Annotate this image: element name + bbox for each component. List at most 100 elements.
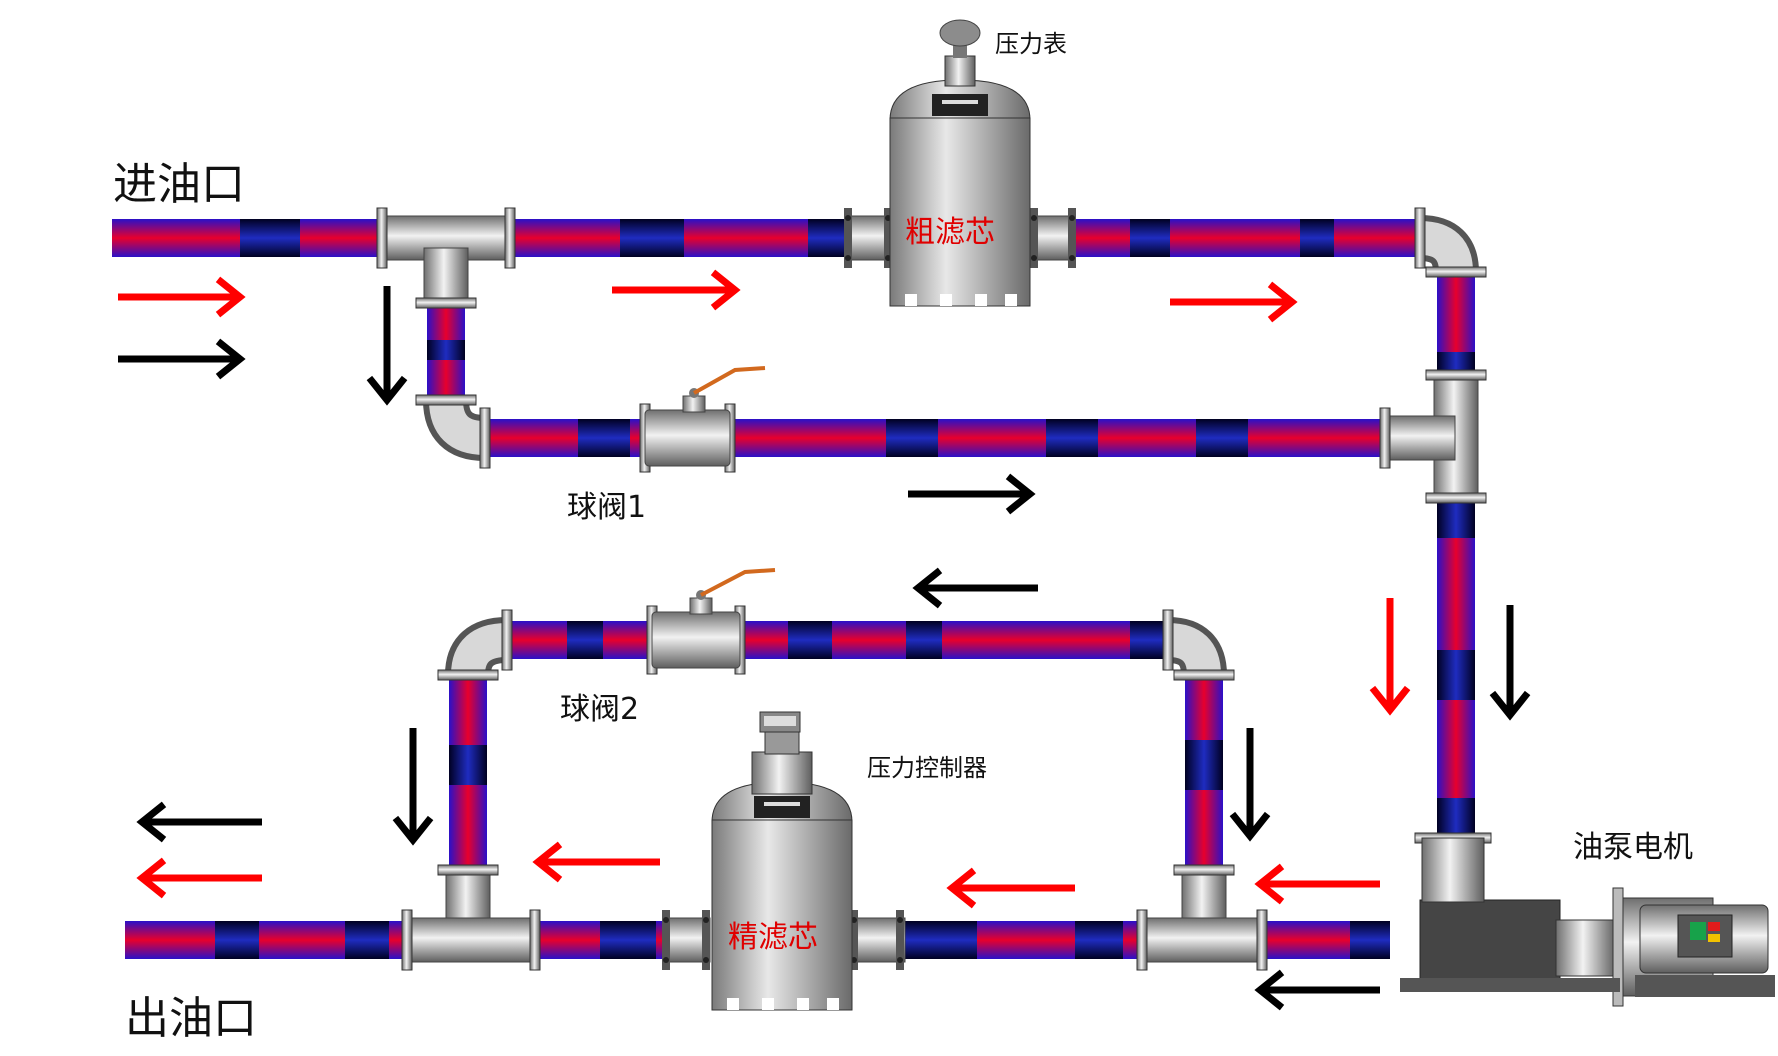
ball-valve-handle (693, 366, 766, 395)
pipe-band (240, 219, 300, 257)
pipe-band (1196, 419, 1248, 457)
bolt (845, 215, 851, 221)
pipe-band (886, 419, 938, 457)
fine-filter-foot-gap (762, 998, 774, 1010)
ball-valve-body (651, 611, 741, 669)
pipe-band (345, 921, 389, 959)
arrow-icon (136, 857, 262, 899)
flange-bolt (896, 910, 904, 970)
equipment-layer (644, 19, 1775, 1011)
pipe-band (1350, 921, 1390, 959)
flange (1425, 492, 1487, 504)
motor-status-red (1708, 922, 1720, 931)
arrow-icon (532, 841, 660, 883)
flange (1425, 369, 1487, 381)
flange (1425, 266, 1487, 278)
motor-base (1635, 975, 1775, 997)
flange (479, 407, 491, 469)
arrow-icon (366, 286, 408, 406)
inlet-label: 进油口 (113, 159, 245, 210)
arrow-head (1005, 473, 1036, 515)
ball-valve-stem (682, 395, 706, 413)
outlet-label: 出油口 (125, 993, 257, 1044)
flange-bolt (884, 208, 892, 268)
bolt (897, 917, 903, 923)
motor-status-yellow (1708, 934, 1720, 942)
bolt (703, 917, 709, 923)
coarse-filter-label: 粗滤芯 (905, 215, 995, 250)
flange (437, 864, 499, 876)
flange (501, 609, 513, 671)
pipe-band (808, 219, 848, 257)
arrow-head (215, 338, 246, 380)
flange (401, 909, 413, 971)
fine-filter-foot-gap (827, 998, 839, 1010)
arrow-head (710, 269, 741, 311)
flange (1173, 669, 1235, 681)
pipe-band (1130, 621, 1168, 659)
coarse-filter-foot-gap (975, 294, 987, 306)
pressure-controller-neck (764, 729, 800, 755)
pressure-gauge-label: 压力表 (995, 30, 1067, 58)
flange-bolt (844, 208, 852, 268)
pump-inlet (1421, 837, 1485, 903)
flange-bolt (1030, 208, 1038, 268)
arrow-icon (392, 728, 434, 846)
flange (415, 297, 477, 309)
coarse-filter-foot-gap (905, 294, 917, 306)
fine-filter-label: 精滤芯 (728, 920, 818, 955)
arrow-head (1369, 685, 1411, 716)
arrow-icon (1254, 969, 1380, 1011)
pipe-band (1046, 419, 1098, 457)
bolt (703, 957, 709, 963)
arrow-icon (1170, 281, 1298, 323)
flange-bolt (662, 910, 670, 970)
pipe-band (620, 219, 684, 257)
bolt (663, 957, 669, 963)
fine-filter-foot-gap (727, 998, 739, 1010)
pipes-layer (112, 219, 1475, 959)
arrow-head (1254, 969, 1285, 1011)
arrow-head (1254, 863, 1285, 905)
arrow-head (136, 857, 167, 899)
pump-motor-label: 油泵电机 (1573, 830, 1693, 865)
ball-valve-body (644, 409, 731, 467)
arrow-icon (612, 269, 741, 311)
pressure-gauge-icon (939, 19, 981, 47)
pipe-band (905, 921, 977, 959)
fine-filter-foot-gap (797, 998, 809, 1010)
bolt (663, 917, 669, 923)
pipe-segment (1075, 219, 1420, 257)
bolt (1031, 215, 1037, 221)
coarse-filter-foot-gap (1005, 294, 1017, 306)
elbow-fitting-highlight (451, 623, 508, 677)
coarse-filter-foot-gap (940, 294, 952, 306)
ball-valve-2-label: 球阀2 (560, 692, 640, 727)
pipe-band (788, 621, 832, 659)
pipe-band (215, 921, 259, 959)
tee-fitting (423, 247, 469, 304)
flange-bolt (1068, 208, 1076, 268)
pipe-band (1437, 352, 1475, 374)
flange (415, 394, 477, 406)
fine-filter-cap (754, 796, 810, 818)
flow-arrows-layer (118, 269, 1531, 1011)
pipe-band (1075, 921, 1123, 959)
pressure-controller-label: 压力控制器 (867, 754, 987, 782)
coarse-filter-inlet (847, 215, 891, 261)
fine-filter-cap-mark (764, 802, 800, 806)
arrow-head (366, 375, 408, 406)
flange (529, 909, 541, 971)
coarse-filter-body (889, 117, 1031, 307)
flange (1379, 407, 1391, 469)
arrow-icon (912, 567, 1038, 609)
ball-valve-handle (700, 568, 776, 597)
arrow-icon (1229, 728, 1271, 842)
flange (437, 669, 499, 681)
arrow-icon (908, 473, 1036, 515)
fine-filter-body (711, 819, 853, 1011)
pressure-controller-display (764, 716, 796, 726)
flange (1173, 864, 1235, 876)
